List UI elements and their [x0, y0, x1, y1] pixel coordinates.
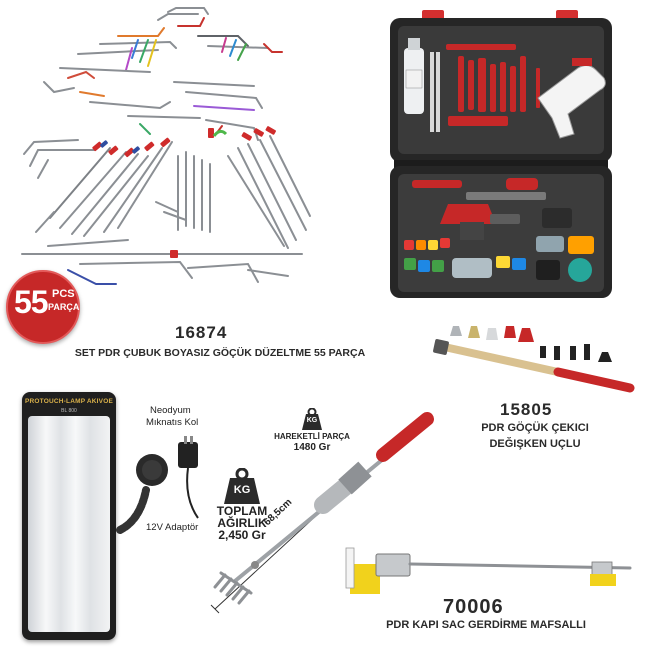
door-product-caption: PDR KAPI SAC GERDİRME MAFSALLI — [386, 619, 586, 631]
total-weight-line3: 2,450 Gr — [218, 528, 266, 542]
moving-weight-line1: HAREKETLİ PARÇA — [274, 432, 350, 441]
moving-weight-icon: KG — [298, 408, 326, 430]
arm-label-line2: Mıknatıs Kol — [146, 417, 199, 428]
lamp-model: BL 800 — [61, 408, 77, 414]
door-product-code: 70006 — [443, 596, 504, 618]
rods-product-caption: SET PDR ÇUBUK BOYASIZ GÖÇÜK DÜZELTME 55 … — [74, 347, 366, 359]
moving-weight-line2: 1480 Gr — [293, 442, 331, 453]
total-weight-icon: KG — [220, 468, 264, 504]
tool-case — [386, 8, 616, 300]
pcs-badge-unit: PARÇA — [48, 302, 80, 312]
adapter-label: 12V Adaptör — [146, 522, 199, 533]
total-weight-line1: TOPLAM — [216, 504, 268, 518]
total-weight-kg: KG — [233, 484, 251, 496]
pcs-badge-pcs: PCS — [52, 288, 75, 300]
door-tool-illustration — [340, 540, 640, 600]
pcs-badge: 55 PCS PARÇA — [6, 270, 80, 344]
hammer-caption-line1: PDR GÖÇÜK ÇEKICI — [481, 422, 589, 434]
rods-illustration — [8, 6, 320, 296]
lamp-light-panel — [28, 416, 110, 632]
hammer-caption-line2: DEĞIŞKEN UÇLU — [489, 438, 581, 450]
pcs-badge-count: 55 — [14, 284, 49, 320]
total-weight-line2: AĞIRLIK — [217, 516, 267, 530]
hammer-illustration — [430, 318, 635, 402]
rods-product-code: 16874 — [175, 323, 228, 342]
lamp-brand: PROTOUCH-LAMP AKIVOE — [24, 398, 114, 405]
hammer-product-code: 15805 — [500, 400, 553, 419]
led-lamp: PROTOUCH-LAMP AKIVOE BL 800 — [22, 392, 116, 640]
magnet-arm-illustration — [110, 430, 220, 540]
moving-weight-kg: KG — [306, 417, 318, 424]
slide-hammer-illustration — [195, 405, 445, 625]
arm-label-line1: Neodyum — [150, 405, 191, 416]
